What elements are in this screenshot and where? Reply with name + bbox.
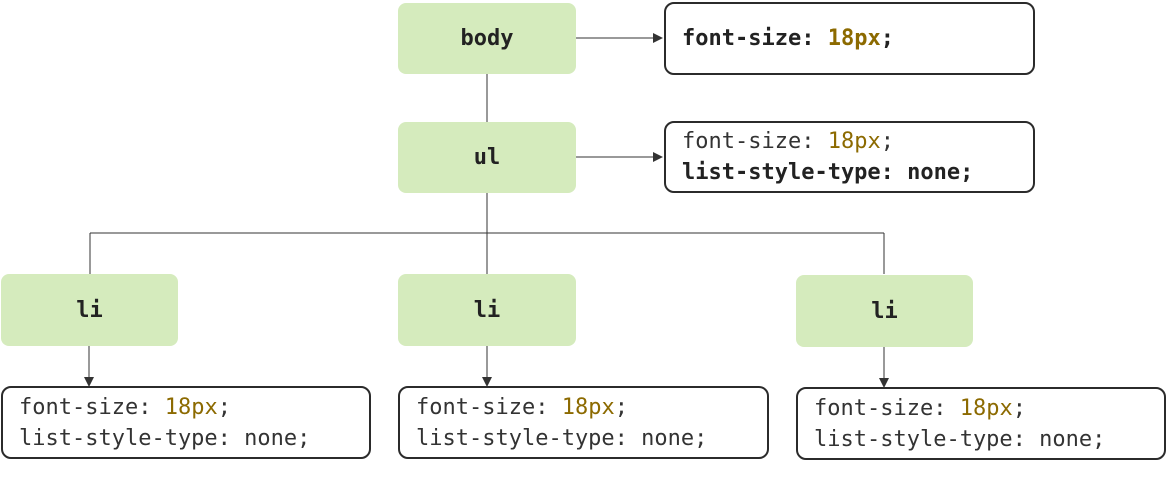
style-line-font-size: font-size: 18px; [416,394,628,420]
node-ul: ul [398,122,576,193]
style-box-body: font-size: 18px; [664,2,1035,75]
style-line-list-style: list-style-type: none; [19,425,311,451]
style-line-list-style: list-style-type: none; [814,426,1106,452]
style-box-li-right: font-size: 18px; list-style-type: none; [796,387,1166,460]
style-box-li-middle: font-size: 18px; list-style-type: none; [398,386,769,459]
style-line-font-size: font-size: 18px; [814,395,1026,421]
style-line-list-style: list-style-type: none; [682,160,974,185]
style-line-font-size: font-size: 18px; [682,26,894,51]
style-line-font-size: font-size: 18px; [682,129,894,154]
node-body: body [398,3,576,74]
style-line-list-style: list-style-type: none; [416,425,708,451]
node-li-right: li [796,275,973,347]
style-line-font-size: font-size: 18px; [19,394,231,420]
style-box-li-left: font-size: 18px; list-style-type: none; [1,386,371,459]
style-box-ul: font-size: 18px; list-style-type: none; [664,121,1035,193]
node-li-left: li [1,274,178,346]
node-li-middle: li [398,274,576,346]
